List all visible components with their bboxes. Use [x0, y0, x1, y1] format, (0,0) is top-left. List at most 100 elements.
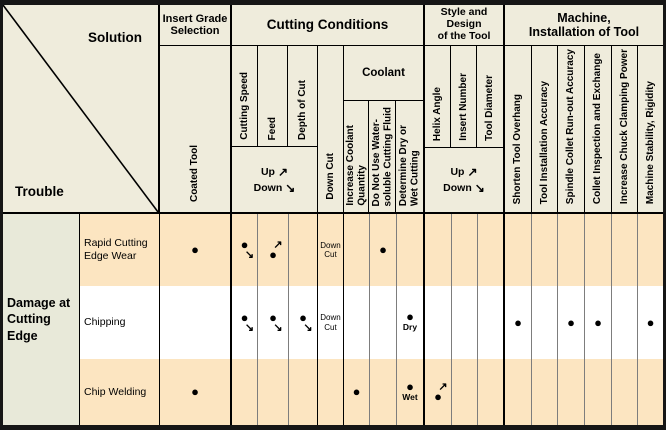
updown-legend-tool-design: Up ↗ Down ↘	[425, 147, 503, 212]
cell-wear-machine-stability	[638, 214, 663, 286]
group-header-insert-grade: Insert Grade Selection	[160, 5, 232, 46]
cell-welding-increase-coolant: ●	[344, 359, 370, 425]
machine-stability-label: Machine Stability, Rigidity	[644, 80, 656, 204]
dry-label: Dry	[402, 322, 418, 333]
cell-chipping-down-cut: Down Cut	[318, 286, 344, 359]
down-arrow-icon: ↘	[303, 321, 313, 334]
up-label: Up	[450, 166, 465, 178]
cell-welding-down-cut	[318, 359, 344, 425]
col-header-no-water-soluble: Do Not Use Water- soluble Cutting Fluid	[369, 101, 396, 212]
cell-chipping-depth-of-cut: ●↘	[289, 286, 318, 359]
cell-wear-no-water-soluble: ●	[370, 214, 397, 286]
cell-chipping-cutting-speed: ●↘	[232, 286, 258, 359]
down-legend: Down ↘	[443, 182, 485, 194]
cell-welding-helix-angle: ↗●	[425, 359, 452, 425]
dot-marker: ●	[406, 309, 414, 325]
col-header-helix-angle: Helix Angle	[425, 46, 452, 147]
solution-label: Solution	[88, 30, 142, 45]
col-header-insert-number: Insert Number	[451, 46, 477, 147]
col-header-tool-installation: Tool Installation Accuracy	[532, 46, 558, 214]
cell-chipping-insert-number	[452, 286, 478, 359]
updown-legend-cutting: Up ↗ Down ↘	[232, 146, 317, 212]
dot-marker: ●	[646, 314, 655, 330]
cutting-speed-feed-depth-block: Cutting Speed Feed Depth of Cut Up ↗ Dow…	[232, 46, 318, 214]
cell-welding-insert-number	[452, 359, 478, 425]
cell-wear-increase-coolant	[344, 214, 370, 286]
cell-welding-tool-diameter	[478, 359, 505, 425]
cell-welding-depth-of-cut	[289, 359, 318, 425]
dot-marker: ●	[269, 247, 277, 262]
row-label-chip-welding: Chip Welding	[80, 359, 160, 425]
up-arrow-icon: ↗	[277, 164, 289, 179]
down-arrow-icon: ↘	[244, 321, 255, 334]
cell-chipping-collet-inspection: ●	[585, 286, 612, 359]
dot-marker: ●	[269, 309, 277, 325]
cell-chipping-machine-stability: ●	[638, 286, 663, 359]
down-legend: Down ↘	[254, 182, 296, 194]
up-arrow-icon: ↗	[438, 381, 448, 393]
cell-wear-depth-of-cut	[289, 214, 318, 286]
col-header-spindle-collet: Spindle Collet Run-out Accuracy	[558, 46, 585, 214]
cell-wear-feed: ↗●	[258, 214, 289, 286]
cell-chipping-spindle-collet: ●	[558, 286, 585, 359]
group-header-cutting-conditions: Cutting Conditions	[232, 5, 425, 46]
cell-welding-chuck-clamping	[612, 359, 638, 425]
row-label-rapid-cutting-edge-wear: Rapid Cutting Edge Wear	[80, 214, 160, 286]
cell-wear-spindle-collet	[558, 214, 585, 286]
down-label: Down	[443, 182, 472, 194]
dot-marker: ●	[567, 314, 575, 330]
dot-marker: ●	[191, 242, 199, 257]
no-water-soluble-label: Do Not Use Water- soluble Cutting Fluid	[370, 106, 394, 206]
tool-diameter-label: Tool Diameter	[484, 75, 496, 141]
tool-style-block: Helix Angle Insert Number Tool Diameter …	[425, 46, 505, 214]
table-grid: Solution Trouble Insert Grade Selection …	[3, 5, 663, 425]
cell-wear-tool-installation	[532, 214, 558, 286]
group-header-machine-installation: Machine, Installation of Tool	[505, 5, 663, 46]
cutting-speed-label: Cutting Speed	[238, 72, 250, 140]
up-legend: Up ↗	[261, 166, 288, 178]
up-label: Up	[260, 165, 275, 178]
cell-wear-insert-number	[452, 214, 478, 286]
shorten-overhang-label: Shorten Tool Overhang	[512, 93, 524, 204]
cell-chipping-helix-angle	[425, 286, 452, 359]
down-arrow-icon: ↘	[244, 249, 255, 261]
dot-marker: ●	[434, 389, 442, 404]
trouble-group-damage-at-cutting-edge: Damage at Cutting Edge	[3, 214, 80, 425]
down-arrow-icon: ↘	[474, 181, 485, 195]
col-header-coated-tool: Coated Tool	[160, 46, 232, 214]
coated-tool-label: Coated Tool	[189, 144, 201, 202]
cell-chipping-chuck-clamping	[612, 286, 638, 359]
dot-marker: ●	[299, 309, 307, 325]
col-header-machine-stability: Machine Stability, Rigidity	[638, 46, 663, 214]
chuck-clamping-label: Increase Chuck Clamping Power	[618, 48, 630, 204]
up-arrow-icon: ↗	[273, 239, 283, 251]
cell-wear-helix-angle	[425, 214, 452, 286]
col-header-shorten-overhang: Shorten Tool Overhang	[505, 46, 532, 214]
down-arrow-icon: ↘	[273, 321, 283, 334]
collet-inspection-label: Collet Inspection and Exchange	[592, 52, 604, 204]
cell-welding-dry-or-wet: ●Wet	[397, 359, 425, 425]
depth-of-cut-label: Depth of Cut	[296, 80, 308, 140]
cell-chipping-increase-coolant	[344, 286, 370, 359]
cell-wear-tool-diameter	[478, 214, 505, 286]
dot-marker: ●	[379, 242, 387, 257]
trouble-label: Trouble	[15, 184, 64, 199]
cell-wear-dry-or-wet	[397, 214, 425, 286]
dot-marker: ●	[514, 314, 522, 330]
cell-wear-chuck-clamping	[612, 214, 638, 286]
col-header-depth-of-cut: Depth of Cut	[288, 46, 317, 146]
spindle-collet-label: Spindle Collet Run-out Accuracy	[565, 48, 577, 204]
row-label-chipping: Chipping	[80, 286, 160, 359]
down-cut-note: Down Cut	[320, 240, 341, 259]
dot-marker: ●	[594, 314, 602, 330]
corner-cell: Solution Trouble	[3, 5, 160, 214]
diagonal-divider	[3, 5, 158, 212]
down-cut-note: Down Cut	[320, 313, 341, 332]
up-arrow-icon: ↗	[467, 165, 478, 179]
col-header-chuck-clamping: Increase Chuck Clamping Power	[612, 46, 638, 214]
cell-chipping-dry-or-wet: ●Dry	[397, 286, 425, 359]
col-header-tool-diameter: Tool Diameter	[477, 46, 503, 147]
coolant-group-label: Coolant	[344, 46, 423, 101]
cell-welding-cutting-speed	[232, 359, 258, 425]
